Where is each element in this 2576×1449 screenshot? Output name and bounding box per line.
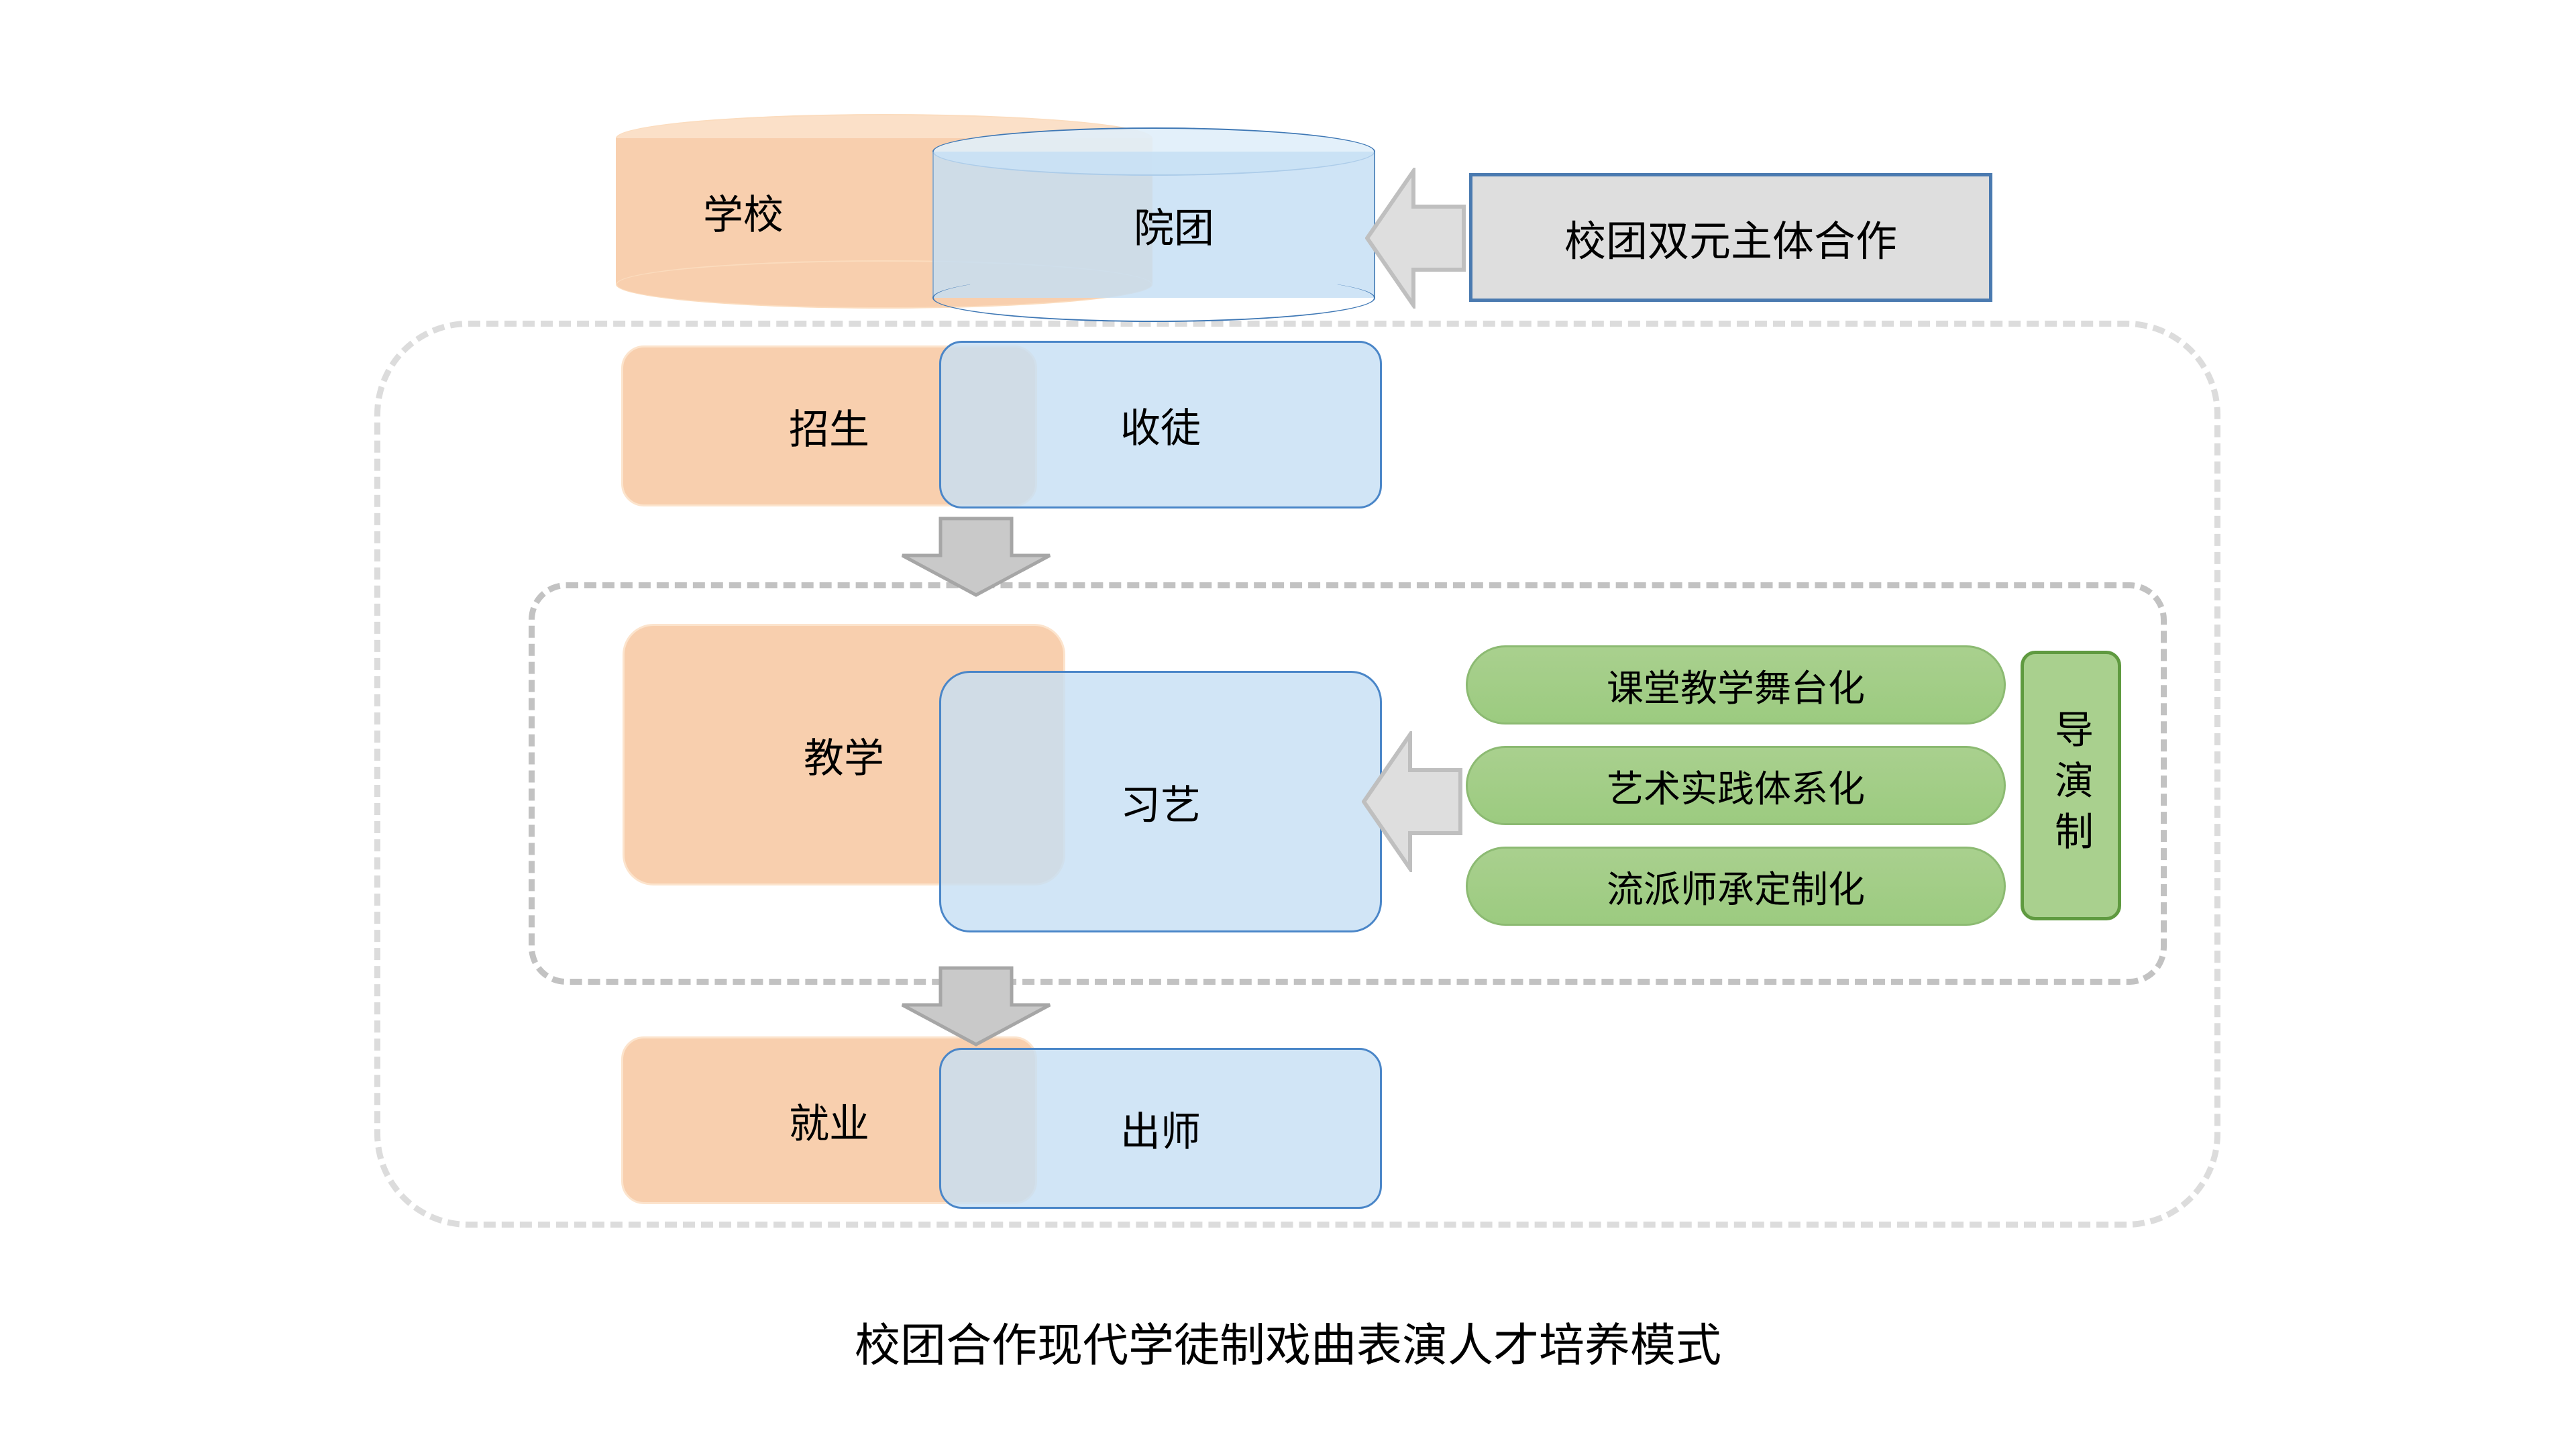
stage-block-employ-troupe[interactable]: 出师: [939, 1048, 1382, 1209]
method-pill-label: 流派师承定制化: [1606, 868, 1865, 911]
stage-block-recruit-troupe[interactable]: 收徒: [939, 341, 1382, 508]
left-arrow-icon: [1362, 731, 1462, 872]
stage-block-label: 出师: [1120, 1108, 1201, 1156]
down-arrow-icon: [899, 966, 1053, 1046]
method-pill-label: 课堂教学舞台化: [1606, 667, 1865, 710]
left-arrow-icon: [1365, 168, 1466, 309]
troupe-cylinder[interactable]: 院团: [932, 127, 1375, 322]
troupe-cylinder-label: 院团: [1134, 205, 1214, 252]
director-system-label: 导演制: [2048, 709, 2094, 862]
stage-block-label: 收徒: [1120, 405, 1201, 452]
cylinder-bottom-cap: [932, 274, 1375, 322]
method-pill-classroom[interactable]: 课堂教学舞台化: [1466, 645, 2006, 724]
method-pill-lineage[interactable]: 流派师承定制化: [1466, 847, 2006, 926]
director-system-tag[interactable]: 导演制: [2021, 651, 2121, 920]
outer-dashed-group: [374, 321, 2220, 1228]
method-pill-label: 艺术实践体系化: [1606, 767, 1865, 810]
stage-block-label: 教学: [804, 735, 884, 782]
stage-block-label: 招生: [789, 406, 869, 453]
method-pill-practice[interactable]: 艺术实践体系化: [1466, 746, 2006, 825]
cooperation-note-box[interactable]: 校团双元主体合作: [1469, 173, 1992, 302]
stage-block-teach-troupe[interactable]: 习艺: [939, 671, 1382, 932]
down-arrow-icon: [899, 517, 1053, 597]
inner-dashed-group: [529, 582, 2167, 985]
stage-block-label: 习艺: [1120, 782, 1201, 829]
diagram-caption: 校团合作现代学徒制戏曲表演人才培养模式: [854, 1320, 1721, 1373]
cooperation-note-label: 校团双元主体合作: [1564, 217, 1897, 266]
school-cylinder-label: 学校: [703, 191, 784, 239]
stage-block-label: 就业: [789, 1100, 869, 1148]
